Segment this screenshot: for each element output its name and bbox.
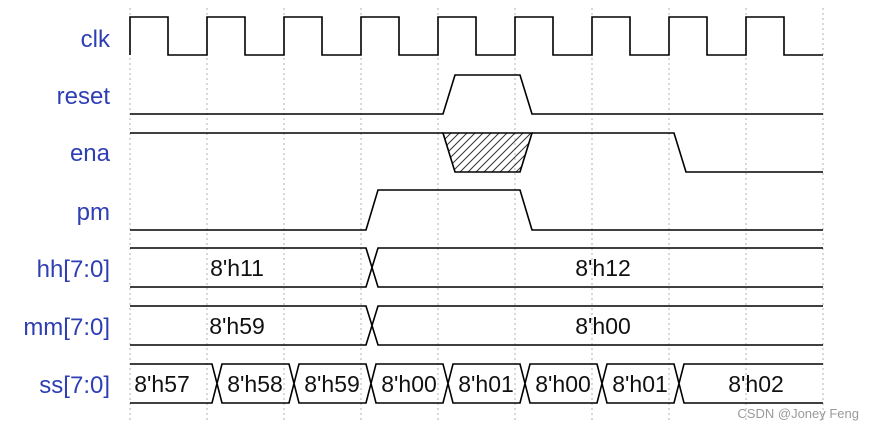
signal-label-reset: reset [57,83,111,110]
waveform-reset [130,74,823,115]
signal-label-ena: ena [70,140,111,167]
ss-value: 8'h00 [535,371,591,397]
ss-value: 8'h01 [612,371,668,397]
mm-value: 8'h59 [209,313,265,339]
signal-label-ss: ss[7:0] [39,372,110,399]
watermark: CSDN @Joney Feng [737,406,859,421]
ena-unknown-region [441,132,534,173]
ss-value: 8'h58 [227,371,283,397]
ss-value: 8'h01 [458,371,514,397]
bus-values: 8'h11 8'h12 8'h59 8'h00 8'h57 8'h58 8'h5… [134,255,784,397]
ss-value: 8'h00 [381,371,437,397]
waveform-ena [130,132,823,173]
signal-label-pm: pm [77,199,110,226]
hh-value: 8'h11 [210,255,264,281]
signal-label-clk: clk [81,26,111,53]
ss-value: 8'h59 [304,371,360,397]
waveform-pm [130,189,823,231]
bus-ss [130,363,823,404]
grid-lines [129,8,824,420]
waveform-clk [129,16,823,56]
hh-value: 8'h12 [575,255,631,281]
mm-value: 8'h00 [575,313,631,339]
ss-value: 8'h57 [134,371,190,397]
signal-label-mm: mm[7:0] [23,314,110,341]
ss-value: 8'h02 [728,371,784,397]
bus-mm [130,305,823,346]
signal-labels: clk reset ena pm hh[7:0] mm[7:0] ss[7:0] [23,26,111,399]
bus-hh [130,247,823,288]
signal-label-hh: hh[7:0] [37,256,110,283]
